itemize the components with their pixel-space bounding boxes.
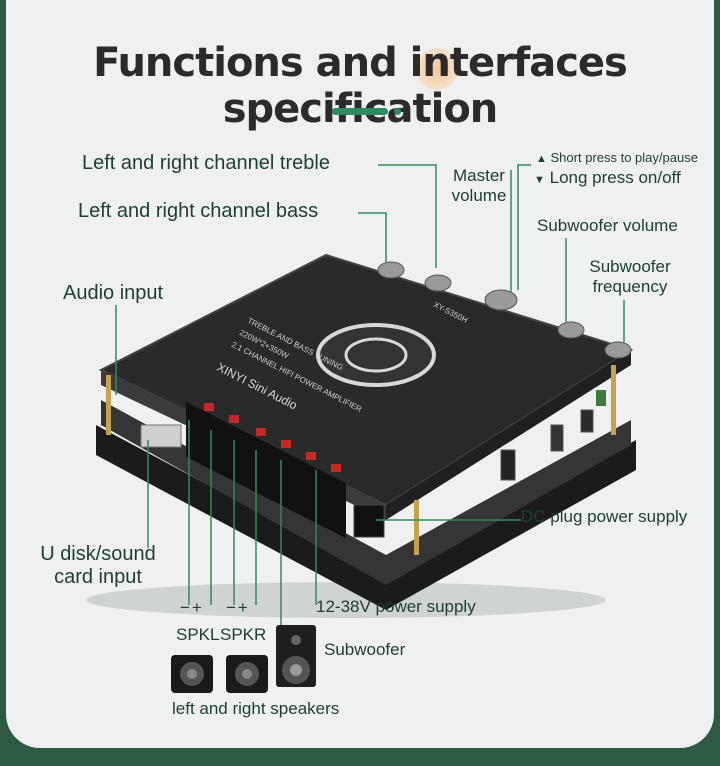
knob-sub-volume xyxy=(557,321,585,339)
knob-bass xyxy=(424,274,452,292)
speaker-terminals xyxy=(186,401,346,539)
knob-treble xyxy=(377,261,405,279)
label-play-long: ▼ Long press on/off xyxy=(534,168,681,187)
amplifier-board-illustration xyxy=(86,164,636,693)
board-logo-ring xyxy=(316,323,436,387)
leader-lines xyxy=(115,164,625,625)
label-spkr: SPKR xyxy=(220,625,267,644)
terminal-block xyxy=(186,401,346,539)
brass-standoffs xyxy=(106,365,616,555)
triangle-down-icon: ▼ xyxy=(534,174,545,186)
label-sub-volume: Subwoofer volume xyxy=(537,216,678,235)
terminal-screws xyxy=(204,403,341,472)
top-panel-edge-right xyxy=(386,350,631,520)
knob-sub-freq xyxy=(604,341,632,359)
board-logo-inner xyxy=(344,337,408,373)
title-underline-dot xyxy=(394,108,401,115)
speaker-left-icon xyxy=(171,655,213,693)
label-play-short: ▲ Short press to play/pause xyxy=(536,150,698,165)
title-underline xyxy=(332,108,388,115)
pcb-side xyxy=(101,400,631,585)
knob-master xyxy=(484,289,518,311)
label-polarity-right: −+ xyxy=(226,598,250,617)
label-subwoofer: Subwoofer xyxy=(324,640,406,659)
label-spkl: SPKL xyxy=(176,625,220,644)
label-polarity-left: −+ xyxy=(180,598,204,617)
label-power-supply: 12-38V power supply xyxy=(316,597,476,616)
leader-treble xyxy=(378,164,437,268)
subwoofer-icon xyxy=(276,625,316,687)
leader-play xyxy=(517,164,531,290)
capacitors xyxy=(500,390,606,481)
infographic-card: Functions and interfaces specification xyxy=(6,0,714,748)
label-udisk: U disk/sound card input xyxy=(40,543,156,588)
triangle-up-icon: ▲ xyxy=(536,153,547,165)
page-title: Functions and interfaces specification xyxy=(93,40,628,132)
leader-bass xyxy=(358,212,387,262)
decorative-dot xyxy=(416,48,458,90)
label-speakers: left and right speakers xyxy=(172,699,340,718)
dc-jack xyxy=(353,504,385,538)
label-sub-frequency: Subwoofer frequency xyxy=(589,257,671,296)
board-shadow xyxy=(86,582,606,618)
usb-port xyxy=(140,424,182,448)
speaker-right-icon xyxy=(226,655,268,693)
label-treble: Left and right channel treble xyxy=(82,152,330,174)
label-master-volume: Master volume xyxy=(451,166,507,205)
label-dc-plug: DC plug power supply xyxy=(521,507,688,526)
label-bass: Left and right channel bass xyxy=(78,200,319,222)
label-audio-input: Audio input xyxy=(63,282,164,304)
knob-group xyxy=(377,261,632,359)
